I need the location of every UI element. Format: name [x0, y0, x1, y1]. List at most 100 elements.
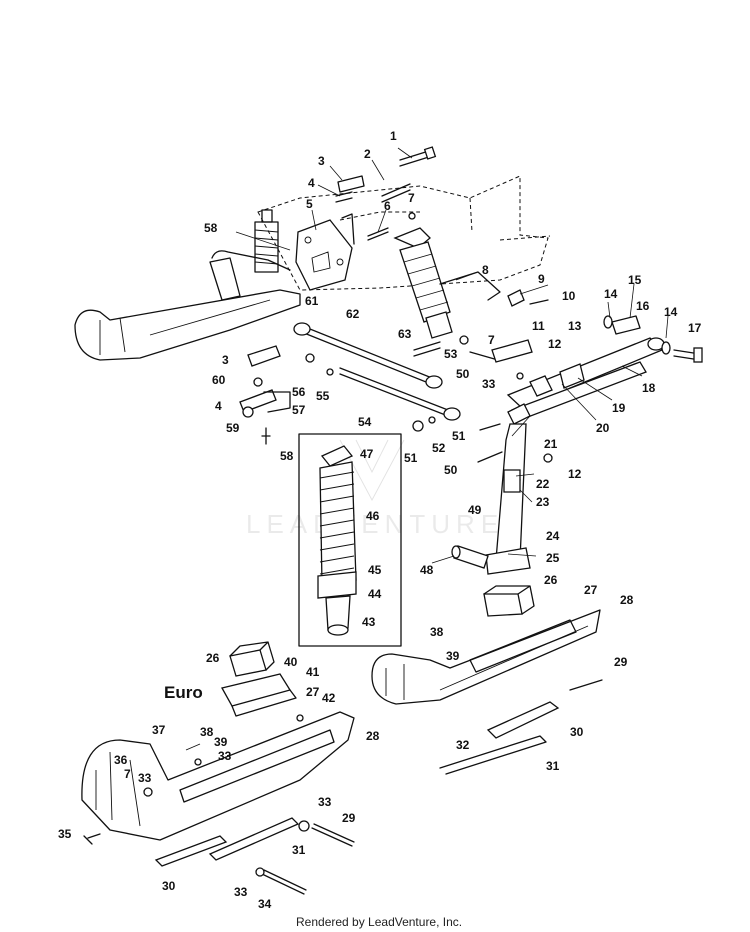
- callout-14b: 14: [664, 305, 678, 319]
- callout-11: 11: [532, 319, 545, 333]
- callout-27b: 27: [306, 685, 320, 699]
- callout-42: 42: [322, 691, 336, 705]
- callout-62: 62: [346, 307, 360, 321]
- callout-36: 36: [114, 753, 128, 767]
- callout-32: 32: [456, 738, 470, 752]
- callout-5: 5: [306, 197, 313, 211]
- callout-12b: 12: [568, 467, 582, 481]
- callout-39: 39: [446, 649, 460, 663]
- euro-label: Euro: [164, 683, 203, 702]
- callout-38: 38: [430, 625, 444, 639]
- callout-38b: 38: [200, 725, 214, 739]
- tie-rods: [293, 322, 461, 421]
- callout-15: 15: [628, 273, 642, 287]
- callout-52: 52: [432, 441, 446, 455]
- callout-35: 35: [58, 827, 72, 841]
- callout-20: 20: [596, 421, 610, 435]
- callout-30: 30: [570, 725, 584, 739]
- callout-24: 24: [546, 529, 560, 543]
- footer-credit: Rendered by LeadVenture, Inc.: [296, 915, 462, 929]
- callout-41: 41: [306, 665, 320, 679]
- callout-63: 63: [398, 327, 412, 341]
- ski-saddle: [483, 585, 535, 617]
- callout-61: 61: [305, 294, 319, 308]
- center-shock-absorber: [393, 227, 501, 339]
- callout-3b: 3: [222, 353, 229, 367]
- left-shock-absorber: [254, 209, 279, 273]
- callout-7c: 7: [124, 767, 131, 781]
- callout-40: 40: [284, 655, 298, 669]
- callout-10: 10: [562, 289, 576, 303]
- callout-17: 17: [688, 321, 702, 335]
- callout-30b: 30: [162, 879, 176, 893]
- callout-46: 46: [366, 509, 380, 523]
- callout-50b: 50: [444, 463, 458, 477]
- top-bolts: [335, 146, 437, 241]
- callout-2: 2: [364, 147, 371, 161]
- callout-22: 22: [536, 477, 550, 491]
- callout-29: 29: [614, 655, 628, 669]
- euro-saddle-mount: [221, 641, 297, 717]
- callout-43: 43: [362, 615, 376, 629]
- watermark: LEADVENTURE: [246, 439, 504, 539]
- shock-mount-bracket: [295, 213, 355, 291]
- callout-26b: 26: [206, 651, 220, 665]
- callout-27: 27: [584, 583, 598, 597]
- left-ski-assembly: [74, 250, 301, 361]
- callout-21: 21: [544, 437, 558, 451]
- callout-44: 44: [368, 587, 382, 601]
- callout-12: 12: [548, 337, 562, 351]
- right-ski: [371, 609, 603, 775]
- callout-48: 48: [420, 563, 434, 577]
- callout-49: 49: [468, 503, 482, 517]
- callout-60: 60: [212, 373, 226, 387]
- callout-31: 31: [546, 759, 560, 773]
- callout-29b: 29: [342, 811, 356, 825]
- callout-55: 55: [316, 389, 330, 403]
- callout-19: 19: [612, 401, 626, 415]
- callout-51b: 51: [404, 451, 418, 465]
- callout-6: 6: [384, 199, 391, 213]
- callout-28b: 28: [366, 729, 380, 743]
- callout-31b: 31: [292, 843, 306, 857]
- callout-53: 53: [444, 347, 458, 361]
- callout-57: 57: [292, 403, 306, 417]
- callout-58b: 58: [280, 449, 294, 463]
- callout-58: 58: [204, 221, 218, 235]
- callout-1: 1: [390, 129, 397, 143]
- callout-7: 7: [408, 191, 415, 205]
- callout-33b: 33: [218, 749, 232, 763]
- callout-25: 25: [546, 551, 560, 565]
- callout-33: 33: [482, 377, 496, 391]
- callout-59: 59: [226, 421, 240, 435]
- callout-4b: 4: [215, 399, 222, 413]
- left-bracket-hardware: [239, 345, 291, 445]
- chassis-bulkhead: [257, 175, 551, 291]
- callout-8: 8: [482, 263, 489, 277]
- callout-33c: 33: [138, 771, 152, 785]
- callout-45: 45: [368, 563, 382, 577]
- euro-ski: [81, 711, 355, 895]
- callout-51: 51: [452, 429, 466, 443]
- callout-13: 13: [568, 319, 582, 333]
- callout-39b: 39: [214, 735, 228, 749]
- spindle: [477, 363, 585, 575]
- callout-18: 18: [642, 381, 656, 395]
- callout-4: 4: [308, 176, 315, 190]
- callout-16: 16: [636, 299, 650, 313]
- callout-37: 37: [152, 723, 166, 737]
- watermark-text: LEADVENTURE: [246, 509, 504, 539]
- callout-14: 14: [604, 287, 618, 301]
- callout-7b: 7: [488, 333, 495, 347]
- callout-47: 47: [360, 447, 374, 461]
- callout-50: 50: [456, 367, 470, 381]
- callout-3: 3: [318, 154, 325, 168]
- callout-54: 54: [358, 415, 372, 429]
- callout-9: 9: [538, 272, 545, 286]
- shock-detail-box: [298, 433, 402, 647]
- callout-leaders: [235, 147, 669, 564]
- callouts: 1 2 3 4 5 6 7 58 8 9 10 14 15 16 14 17 6…: [58, 129, 702, 911]
- callout-33d: 33: [318, 795, 332, 809]
- callout-56: 56: [292, 385, 306, 399]
